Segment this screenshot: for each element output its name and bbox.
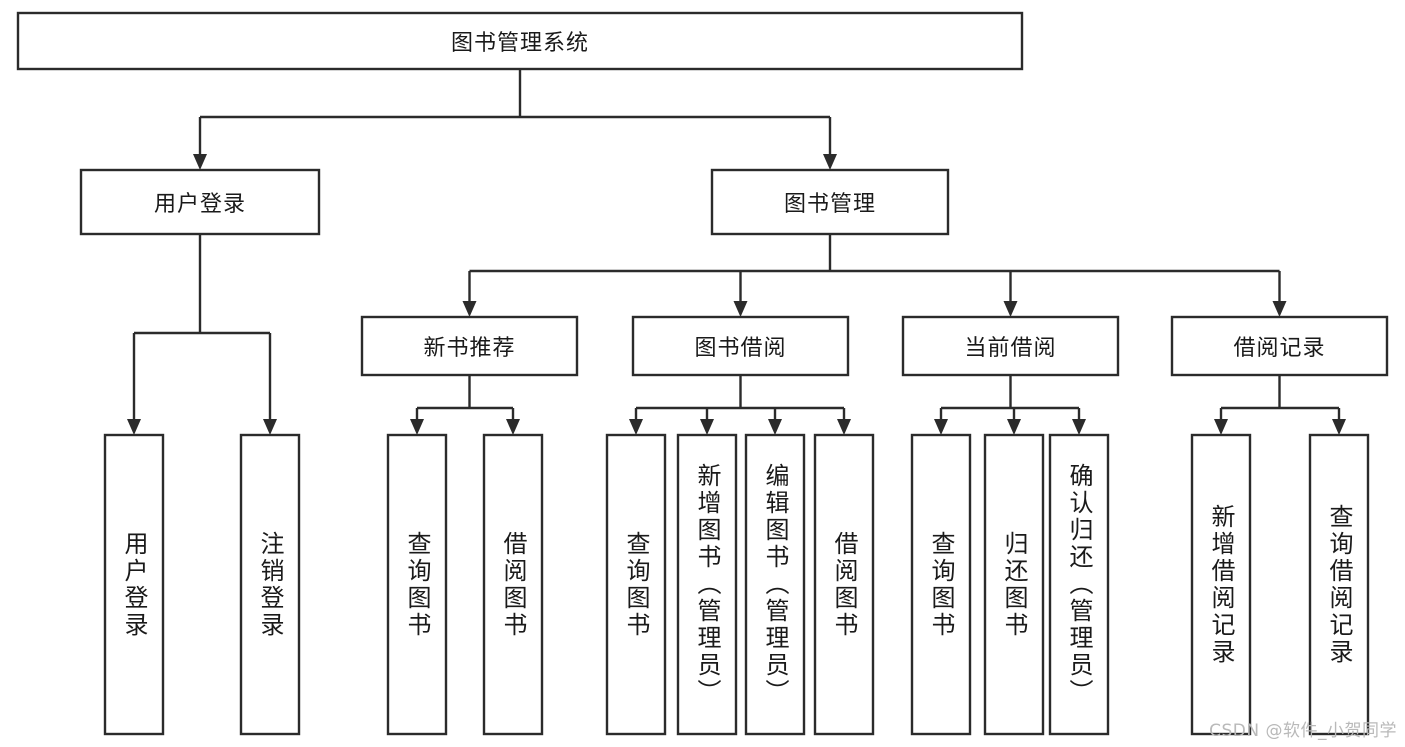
node-box-query-book-1[interactable] [386, 433, 448, 736]
arrow-head-icon [1272, 301, 1287, 317]
node-box-add-borrow-record[interactable] [1190, 433, 1252, 736]
arrow-head-icon [1332, 419, 1346, 435]
node-box-book-management[interactable] [710, 168, 950, 236]
arrow-head-icon [127, 419, 141, 435]
arrow-head-icon [837, 419, 851, 435]
arrow-head-icon [934, 419, 948, 435]
arrow-head-icon [410, 419, 424, 435]
csdn-watermark: CSDN @软件_小贺同学 [1209, 721, 1397, 741]
arrow-head-icon [263, 419, 277, 435]
arrow-head-icon [733, 301, 748, 317]
arrow-head-icon [1007, 419, 1021, 435]
node-box-book-borrow[interactable] [631, 315, 850, 377]
node-box-edit-book[interactable] [744, 433, 806, 736]
node-box-add-book[interactable] [676, 433, 738, 736]
node-box-query-book-2[interactable] [605, 433, 667, 736]
arrow-head-icon [768, 419, 782, 435]
node-box-user-login-leaf[interactable] [103, 433, 165, 736]
node-box-query-borrow-record[interactable] [1308, 433, 1370, 736]
node-box-borrow-book-2[interactable] [813, 433, 875, 736]
node-box-return-book[interactable] [983, 433, 1045, 736]
arrow-head-icon [1214, 419, 1228, 435]
node-box-root[interactable] [16, 11, 1024, 71]
arrow-head-icon [629, 419, 643, 435]
node-box-new-book-recommend[interactable] [360, 315, 579, 377]
connector-layer [127, 69, 1346, 435]
node-box-current-borrow[interactable] [901, 315, 1120, 377]
arrow-head-icon [700, 419, 714, 435]
arrow-head-icon [462, 301, 477, 317]
arrow-head-icon [1072, 419, 1086, 435]
node-box-query-book-3[interactable] [910, 433, 972, 736]
node-box-confirm-return[interactable] [1048, 433, 1110, 736]
node-box-user-logout-leaf[interactable] [239, 433, 301, 736]
node-box-borrow-record[interactable] [1170, 315, 1389, 377]
arrow-head-icon [506, 419, 520, 435]
node-box-user-login[interactable] [79, 168, 321, 236]
arrow-head-icon [1003, 301, 1018, 317]
arrow-head-icon [193, 154, 207, 170]
arrow-head-icon [823, 154, 837, 170]
node-box-borrow-book-1[interactable] [482, 433, 544, 736]
node-box-layer [16, 11, 1389, 736]
